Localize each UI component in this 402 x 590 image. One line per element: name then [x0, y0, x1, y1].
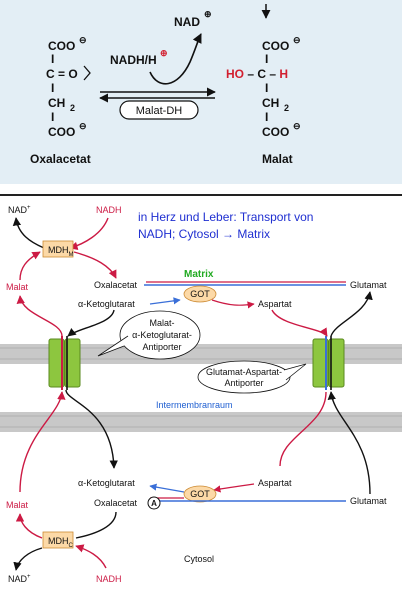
malat-matrix-label: Malat	[6, 282, 29, 292]
oxalacetat-coo-bottom: COO	[48, 125, 75, 139]
mdh-m-box	[42, 240, 74, 258]
glutamat-matrix-label: Glutamat	[350, 280, 387, 290]
oxalacetat-coo-top: COO	[48, 39, 75, 53]
antiporter2-line2: Antiporter	[224, 378, 263, 388]
outer-membrane	[0, 412, 402, 432]
reaction-scheme: COO ⊖ I C = O I CH 2 I COO ⊖ Oxalacetat …	[30, 4, 301, 166]
oxalacetat-cytosol-label: Oxalacetat	[94, 498, 138, 508]
nadh-to-mdhc-arrow	[75, 544, 107, 569]
oxalacetat-keto-group: C = O	[46, 67, 78, 81]
oxalacetat-bond-2: I	[51, 81, 54, 95]
aspartat-matrix-label: Aspartat	[258, 299, 292, 309]
malat-coo-top: COO	[262, 39, 289, 53]
got-blue-arrow-matrix	[149, 297, 181, 305]
aketo-into-cytosol-arrow	[65, 389, 118, 469]
got-cytosol-label: GOT	[190, 489, 210, 499]
mdh-m-label: MDHM	[48, 245, 74, 258]
shuttle-diagram: NAD+ NADH in Herz und Leber: Transport v…	[0, 205, 402, 584]
oxalacetat-ch2-subscript: 2	[70, 103, 75, 113]
malat-into-matrix-arrow	[16, 295, 63, 337]
malat-antiporter-bubble	[119, 310, 201, 360]
glutamat-cytosol-label: Glutamat	[350, 496, 387, 506]
section-divider	[0, 194, 402, 196]
malat-charge-top: ⊖	[293, 35, 301, 45]
aketo-cytosol-label: α-Ketoglutarat	[78, 478, 135, 488]
got-blue-arrow-cytosol	[149, 483, 185, 493]
malat-aketo-transporter	[48, 336, 81, 390]
nadh-to-mdhm-arrow	[69, 217, 109, 250]
mdhm-to-nad-arrow	[12, 217, 45, 249]
malat-to-mdhm-arrow	[19, 251, 41, 281]
got-matrix-label: GOT	[190, 289, 210, 299]
antiporter1-line3: Antiporter	[142, 342, 181, 352]
note-line-2: NADH; Cytosol → Matrix	[138, 227, 270, 241]
mdh-c-box	[42, 531, 74, 549]
mdhc-to-malat-arrow	[15, 513, 43, 539]
mdhc-to-nad-arrow	[13, 547, 43, 571]
aketo-matrix-label: α-Ketoglutarat	[78, 299, 135, 309]
got-matrix-enzyme	[183, 285, 217, 303]
cofactor-curved-arrow	[149, 33, 202, 85]
aspartat-cytosol-label: Aspartat	[258, 478, 292, 488]
h-plus-charge: ⊕	[160, 48, 168, 58]
marker-circle	[147, 496, 161, 510]
got-cytosol-enzyme	[183, 485, 217, 503]
enzyme-box-malat-dh	[119, 100, 199, 120]
oxalacetat-name: Oxalacetat	[30, 152, 91, 166]
mdhm-to-oxalacetat-arrow	[73, 251, 117, 279]
nad-matrix-label: NAD+	[8, 205, 31, 215]
malat-cytosol-label: Malat	[6, 500, 29, 510]
malat-bond-1: I	[265, 52, 268, 66]
marker-label: A	[151, 499, 157, 508]
enzyme-label: Malat-DH	[136, 105, 183, 117]
malat-structure: COO ⊖ I HO – C – H I CH 2 I COO ⊖ Malat	[226, 35, 301, 166]
antiporter1-line1: Malat-	[149, 318, 174, 328]
shuttle-panel: NAD+ NADH in Herz und Leber: Transport v…	[0, 196, 402, 590]
malat-ch2-subscript: 2	[284, 103, 289, 113]
oxalacetat-ch2: CH	[48, 96, 65, 110]
nad-cytosol-label: NAD+	[8, 574, 31, 584]
aketo-out-matrix-arrow	[67, 309, 115, 337]
aspartat-out-matrix-arrow	[271, 309, 328, 337]
malat-bond-2: I	[265, 81, 268, 95]
nad-product-label: NAD	[174, 15, 200, 29]
malat-out-cytosol-arrow	[19, 391, 66, 493]
nadh-matrix-label: NADH	[96, 205, 122, 215]
aspartat-from-transporter-line	[279, 391, 327, 467]
malat-hoch-row: HO – C – H	[226, 67, 288, 81]
mdh-c-label: MDHC	[48, 536, 74, 549]
malat-ch2: CH	[262, 96, 279, 110]
antiporter1-line2: α-Ketoglutarat-	[132, 330, 192, 340]
keto-bracket	[83, 65, 91, 81]
oxalacetat-structure: COO ⊖ I C = O I CH 2 I COO ⊖ Oxalacetat	[30, 35, 91, 166]
glutamat-aspartat-transporter	[312, 336, 345, 390]
note-line-1: in Herz und Leber: Transport von	[138, 210, 313, 224]
got-red-arrow-cytosol	[213, 483, 255, 493]
oxalacetat-charge-top: ⊖	[79, 35, 87, 45]
intermembrane-label: Intermembranraum	[156, 400, 233, 410]
nadh-cytosol-label: NADH	[96, 574, 122, 584]
oxalacetat-bond-3: I	[51, 110, 54, 124]
malat-coo-bottom: COO	[262, 125, 289, 139]
matrix-label: Matrix	[184, 269, 214, 280]
antiporter2-line1: Glutamat-Aspartat-	[206, 367, 282, 377]
nadh-h-label: NADH/H	[110, 53, 157, 67]
oxalacetat-matrix-label: Oxalacetat	[94, 280, 138, 290]
oxalacetat-to-mdhc-line	[75, 511, 117, 539]
glutamat-antiporter-bubble	[197, 360, 291, 394]
nad-product-charge: ⊕	[204, 9, 212, 19]
malat-bond-3: I	[265, 110, 268, 124]
reaction-panel: COO ⊖ I C = O I CH 2 I COO ⊖ Oxalacetat …	[0, 0, 402, 184]
cytosol-label: Cytosol	[184, 554, 214, 564]
got-red-arrow-matrix	[211, 299, 255, 309]
oxalacetat-bond-1: I	[51, 52, 54, 66]
malat-name: Malat	[262, 152, 293, 166]
glutamat-out-cytosol-arrow	[327, 391, 371, 495]
malat-charge-bottom: ⊖	[293, 121, 301, 131]
glutamat-into-matrix-arrow	[330, 291, 373, 337]
oxalacetat-charge-bottom: ⊖	[79, 121, 87, 131]
